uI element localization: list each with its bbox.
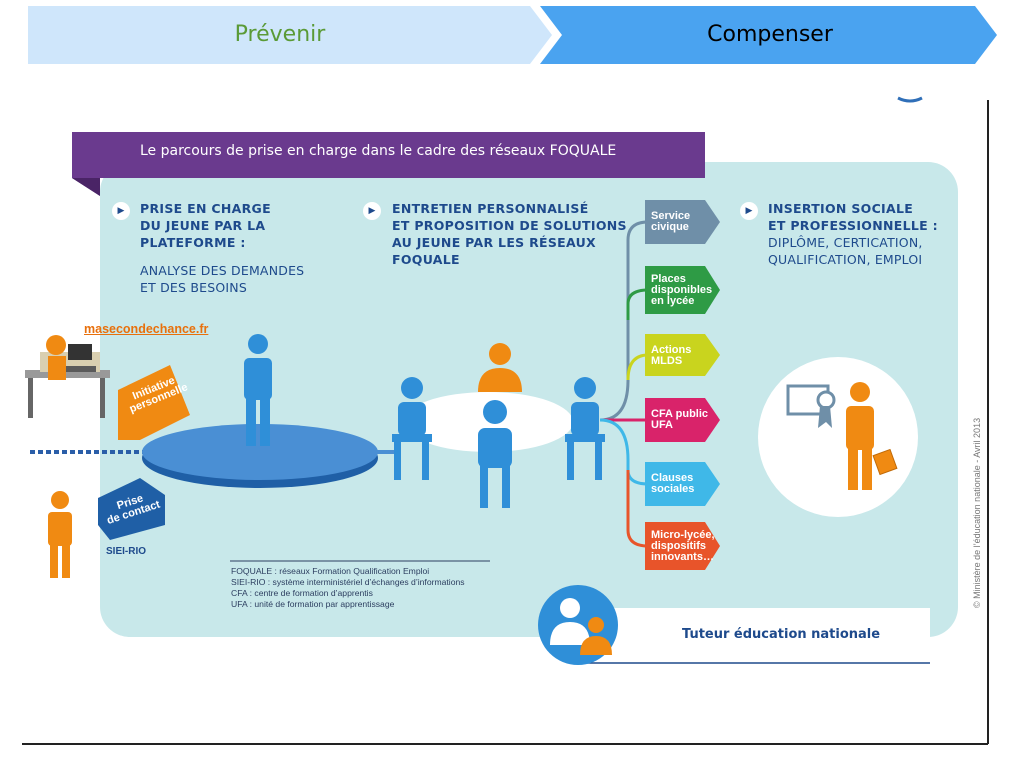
play-icon: ▶ bbox=[112, 202, 130, 220]
computer-desk-icon bbox=[25, 335, 110, 418]
solution-label: Service civique bbox=[651, 210, 691, 233]
glossary-line: FOQUALE : réseaux Formation Qualificatio… bbox=[231, 566, 430, 576]
siei-label: SIEI-RIO bbox=[106, 546, 147, 557]
glossary: FOQUALE : réseaux Formation Qualificatio… bbox=[231, 566, 511, 610]
title-banner bbox=[72, 132, 705, 196]
step-3-title: INSERTION SOCIALE ET PROFESSIONNELLE : bbox=[768, 201, 938, 233]
solution-label: CFA public UFA bbox=[651, 408, 709, 431]
solution-tag-cfa bbox=[645, 398, 720, 442]
meeting-table bbox=[403, 392, 573, 452]
solution-tag-service-civique bbox=[645, 200, 720, 244]
solution-label: Actions MLDS bbox=[651, 344, 692, 367]
step-1-subtitle: ANALYSE DES DEMANDES ET DES BESOINS bbox=[140, 263, 305, 295]
diploma-icon bbox=[786, 384, 836, 428]
solution-tag-mlds bbox=[645, 334, 720, 376]
insertion-circle bbox=[758, 357, 918, 517]
person-icon bbox=[478, 400, 512, 508]
tab-prevenir-label[interactable]: Prévenir bbox=[234, 22, 326, 47]
banner-fold bbox=[72, 178, 100, 196]
solution-branches bbox=[599, 220, 649, 548]
glossary-line: UFA : unité de formation par apprentissa… bbox=[231, 599, 395, 609]
play-icon: ▶ bbox=[363, 202, 381, 220]
glossary-line: CFA : centre de formation d’apprentis bbox=[231, 588, 373, 598]
person-icon bbox=[48, 491, 72, 578]
contact-tag bbox=[98, 478, 165, 540]
solution-label: Clauses sociales bbox=[651, 472, 695, 495]
initiative-tag bbox=[118, 365, 190, 440]
briefcase-icon bbox=[872, 448, 898, 476]
solution-label: Places disponibles en lycée bbox=[651, 273, 713, 307]
website-link[interactable]: masecondechance.fr bbox=[84, 322, 209, 336]
person-icon bbox=[478, 343, 522, 392]
tab-compenser[interactable] bbox=[540, 6, 997, 64]
platform bbox=[142, 424, 378, 480]
person-icon bbox=[392, 377, 432, 480]
person-icon bbox=[244, 334, 272, 446]
step-2-title: ENTRETIEN PERSONNALISÉ ET PROPOSITION DE… bbox=[392, 201, 627, 267]
tutor-label: Tuteur éducation nationale bbox=[682, 627, 881, 642]
solution-tag-places-lycee bbox=[645, 266, 720, 314]
step-1-title: PRISE EN CHARGE DU JEUNE PAR LA PLATEFOR… bbox=[140, 201, 271, 250]
person-icon bbox=[565, 377, 605, 480]
solution-tag-clauses bbox=[645, 462, 720, 506]
person-icon bbox=[846, 382, 874, 490]
logo-fragment bbox=[897, 96, 923, 103]
tutor-box bbox=[580, 608, 930, 663]
glossary-line: SIEI-RIO : système interministériel d’éc… bbox=[231, 577, 465, 587]
tab-bar-shapes bbox=[28, 6, 997, 64]
play-icon: ▶ bbox=[740, 202, 758, 220]
solution-label: Micro-lycée, dispositifs innovants… bbox=[651, 529, 715, 563]
banner-title: Le parcours de prise en charge dans le c… bbox=[140, 143, 617, 159]
step-3-subtitle: DIPLÔME, CERTICATION, QUALIFICATION, EMP… bbox=[768, 235, 923, 267]
tab-prevenir[interactable] bbox=[28, 6, 552, 64]
tab-compenser-label[interactable]: Compenser bbox=[707, 22, 833, 47]
tutor-icon bbox=[550, 598, 612, 655]
copyright: © Ministère de l’éducation nationale - A… bbox=[972, 417, 982, 608]
solution-tag-micro-lycee bbox=[645, 522, 720, 570]
